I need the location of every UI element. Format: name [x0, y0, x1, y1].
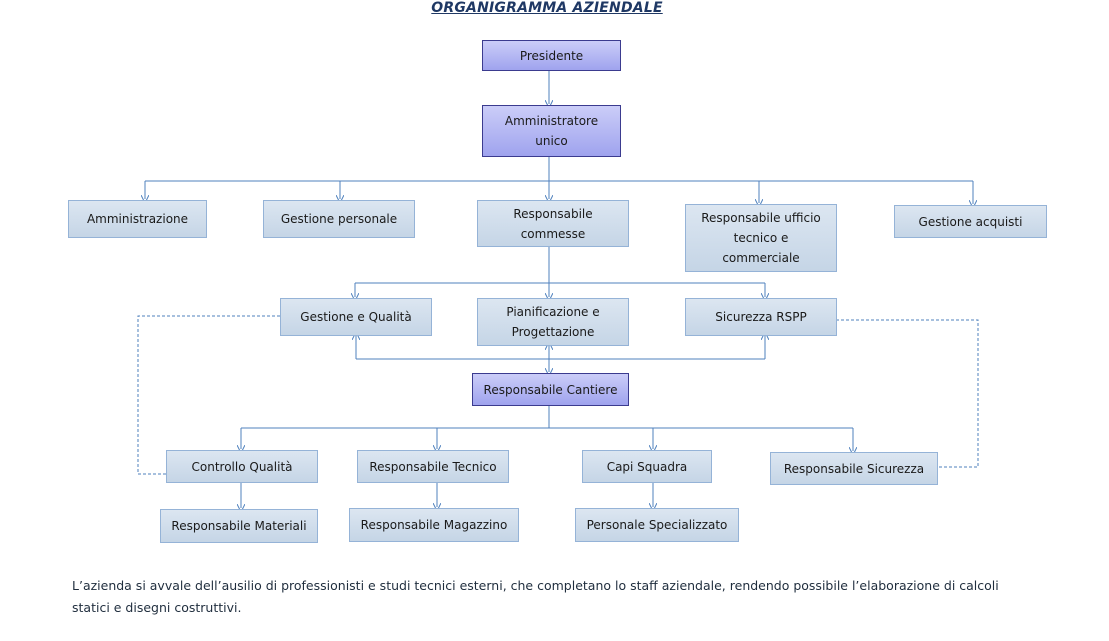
node-pianificazione-progettazione: Pianificazione e Progettazione — [477, 298, 629, 346]
footer-note: L’azienda si avvale dell’ausilio di prof… — [72, 578, 999, 615]
page-title: ORGANIGRAMMA AZIENDALE — [431, 0, 663, 16]
node-sicurezza-rspp: Sicurezza RSPP — [685, 298, 837, 336]
node-responsabile-magazzino: Responsabile Magazzino — [349, 508, 519, 542]
node-capi-squadra: Capi Squadra — [582, 450, 712, 483]
node-responsabile-tecnico: Responsabile Tecnico — [357, 450, 509, 483]
node-gestione-qualita: Gestione e Qualità — [280, 298, 432, 336]
node-personale-specializzato: Personale Specializzato — [575, 508, 739, 542]
node-responsabile-commesse: Responsabile commesse — [477, 200, 629, 247]
node-responsabile-materiali: Responsabile Materiali — [160, 509, 318, 543]
node-gestione-acquisti: Gestione acquisti — [894, 205, 1047, 238]
node-responsabile-ufficio-tecnico: Responsabile ufficio tecnico e commercia… — [685, 204, 837, 272]
node-amministrazione: Amministrazione — [68, 200, 207, 238]
node-responsabile-cantiere: Responsabile Cantiere — [472, 373, 629, 406]
node-amministratore-unico: Amministratore unico — [482, 105, 621, 157]
node-presidente: Presidente — [482, 40, 621, 71]
node-responsabile-sicurezza: Responsabile Sicurezza — [770, 452, 938, 485]
node-gestione-personale: Gestione personale — [263, 200, 415, 238]
node-controllo-qualita: Controllo Qualità — [166, 450, 318, 483]
